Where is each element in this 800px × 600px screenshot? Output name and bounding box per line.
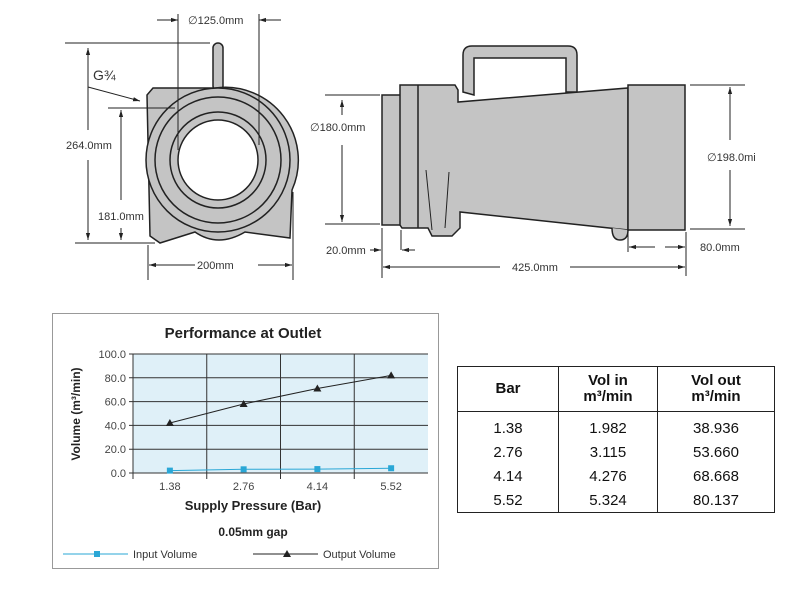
legend-label: Input Volume bbox=[133, 549, 197, 561]
triangle-marker bbox=[313, 384, 322, 392]
legend-label: Output Volume bbox=[323, 549, 396, 561]
table-cell: 53.660 bbox=[657, 440, 775, 464]
table-cell: 80.137 bbox=[657, 488, 775, 513]
triangle-marker bbox=[387, 371, 396, 379]
table-cell: 5.52 bbox=[457, 488, 559, 513]
chart-canvas: Performance at Outlet 0.0 20.0 40.0 60.0 80.… bbox=[63, 325, 428, 561]
y-tick-label: 40.0 bbox=[105, 420, 126, 432]
front-dimensions bbox=[65, 14, 294, 280]
side-view bbox=[381, 45, 686, 241]
table-cell: 3.115 bbox=[558, 440, 658, 464]
y-tick-label: 0.0 bbox=[111, 468, 126, 480]
header-label: Vol out bbox=[691, 372, 741, 389]
square-marker bbox=[388, 465, 395, 472]
y-tick-label: 80.0 bbox=[105, 373, 126, 385]
chart-title: Performance at Outlet bbox=[165, 325, 322, 342]
header-bar: Bar bbox=[457, 366, 559, 412]
outlet-diameter-label: ∅198.0mi bbox=[707, 152, 756, 164]
table-cell: 4.14 bbox=[457, 464, 559, 488]
header-label: Bar bbox=[495, 380, 521, 397]
table-cell: 5.324 bbox=[558, 488, 658, 513]
thread-label: G¾ bbox=[93, 67, 116, 83]
table-cell: 38.936 bbox=[657, 411, 775, 440]
front-view bbox=[145, 42, 300, 244]
header-unit: m³/min bbox=[691, 388, 741, 405]
x-tick-label: 5.52 bbox=[380, 481, 401, 493]
table-cell: 68.668 bbox=[657, 464, 775, 488]
y-axis-label: Volume (m³/min) bbox=[69, 367, 83, 460]
table-cell: 1.982 bbox=[558, 411, 658, 440]
overall-length-label: 425.0mm bbox=[512, 262, 558, 274]
bore-diameter-label: ∅125.0mm bbox=[188, 15, 243, 27]
overall-height-label: 264.0mm bbox=[66, 140, 112, 152]
series-line-output-volume bbox=[169, 374, 392, 424]
series-line-input-volume bbox=[169, 467, 392, 472]
table-cell: 4.276 bbox=[558, 464, 658, 488]
outlet-length-label: 80.0mm bbox=[700, 242, 740, 254]
inlet-diameter-label: ∅180.0mm bbox=[310, 122, 365, 134]
y-tick-label: 100.0 bbox=[98, 349, 126, 361]
table-cell: 2.76 bbox=[457, 440, 559, 464]
triangle-marker bbox=[239, 399, 248, 407]
center-height-label: 181.0mm bbox=[98, 211, 144, 223]
flange-length-label: 20.0mm bbox=[326, 245, 366, 257]
header-unit: m³/min bbox=[583, 388, 633, 405]
header-label: Vol in bbox=[588, 372, 628, 389]
square-marker bbox=[314, 466, 321, 473]
square-marker bbox=[166, 467, 173, 474]
side-dimensions bbox=[325, 84, 745, 278]
x-tick-label: 2.76 bbox=[233, 481, 254, 493]
triangle-marker bbox=[165, 419, 174, 427]
x-tick-label: 1.38 bbox=[159, 481, 180, 493]
y-tick-label: 60.0 bbox=[105, 397, 126, 409]
table-cell: 1.38 bbox=[457, 411, 559, 440]
x-axis-label: Supply Pressure (Bar) bbox=[185, 498, 322, 513]
legend: Input Volume Output Volume bbox=[63, 549, 396, 561]
technical-drawing: ∅125.0mm G¾ 264.0mm 181.0mm 200mm ∅180.0… bbox=[65, 14, 756, 280]
triangle-marker bbox=[283, 550, 291, 557]
x-tick-label: 4.14 bbox=[307, 481, 328, 493]
square-marker bbox=[94, 551, 100, 557]
width-label: 200mm bbox=[197, 260, 234, 272]
y-tick-label: 20.0 bbox=[105, 444, 126, 456]
performance-chart: Performance at Outlet 0.0 20.0 40.0 60.0 80.… bbox=[52, 313, 439, 569]
chart-subtitle: 0.05mm gap bbox=[218, 525, 287, 539]
square-marker bbox=[240, 466, 247, 473]
